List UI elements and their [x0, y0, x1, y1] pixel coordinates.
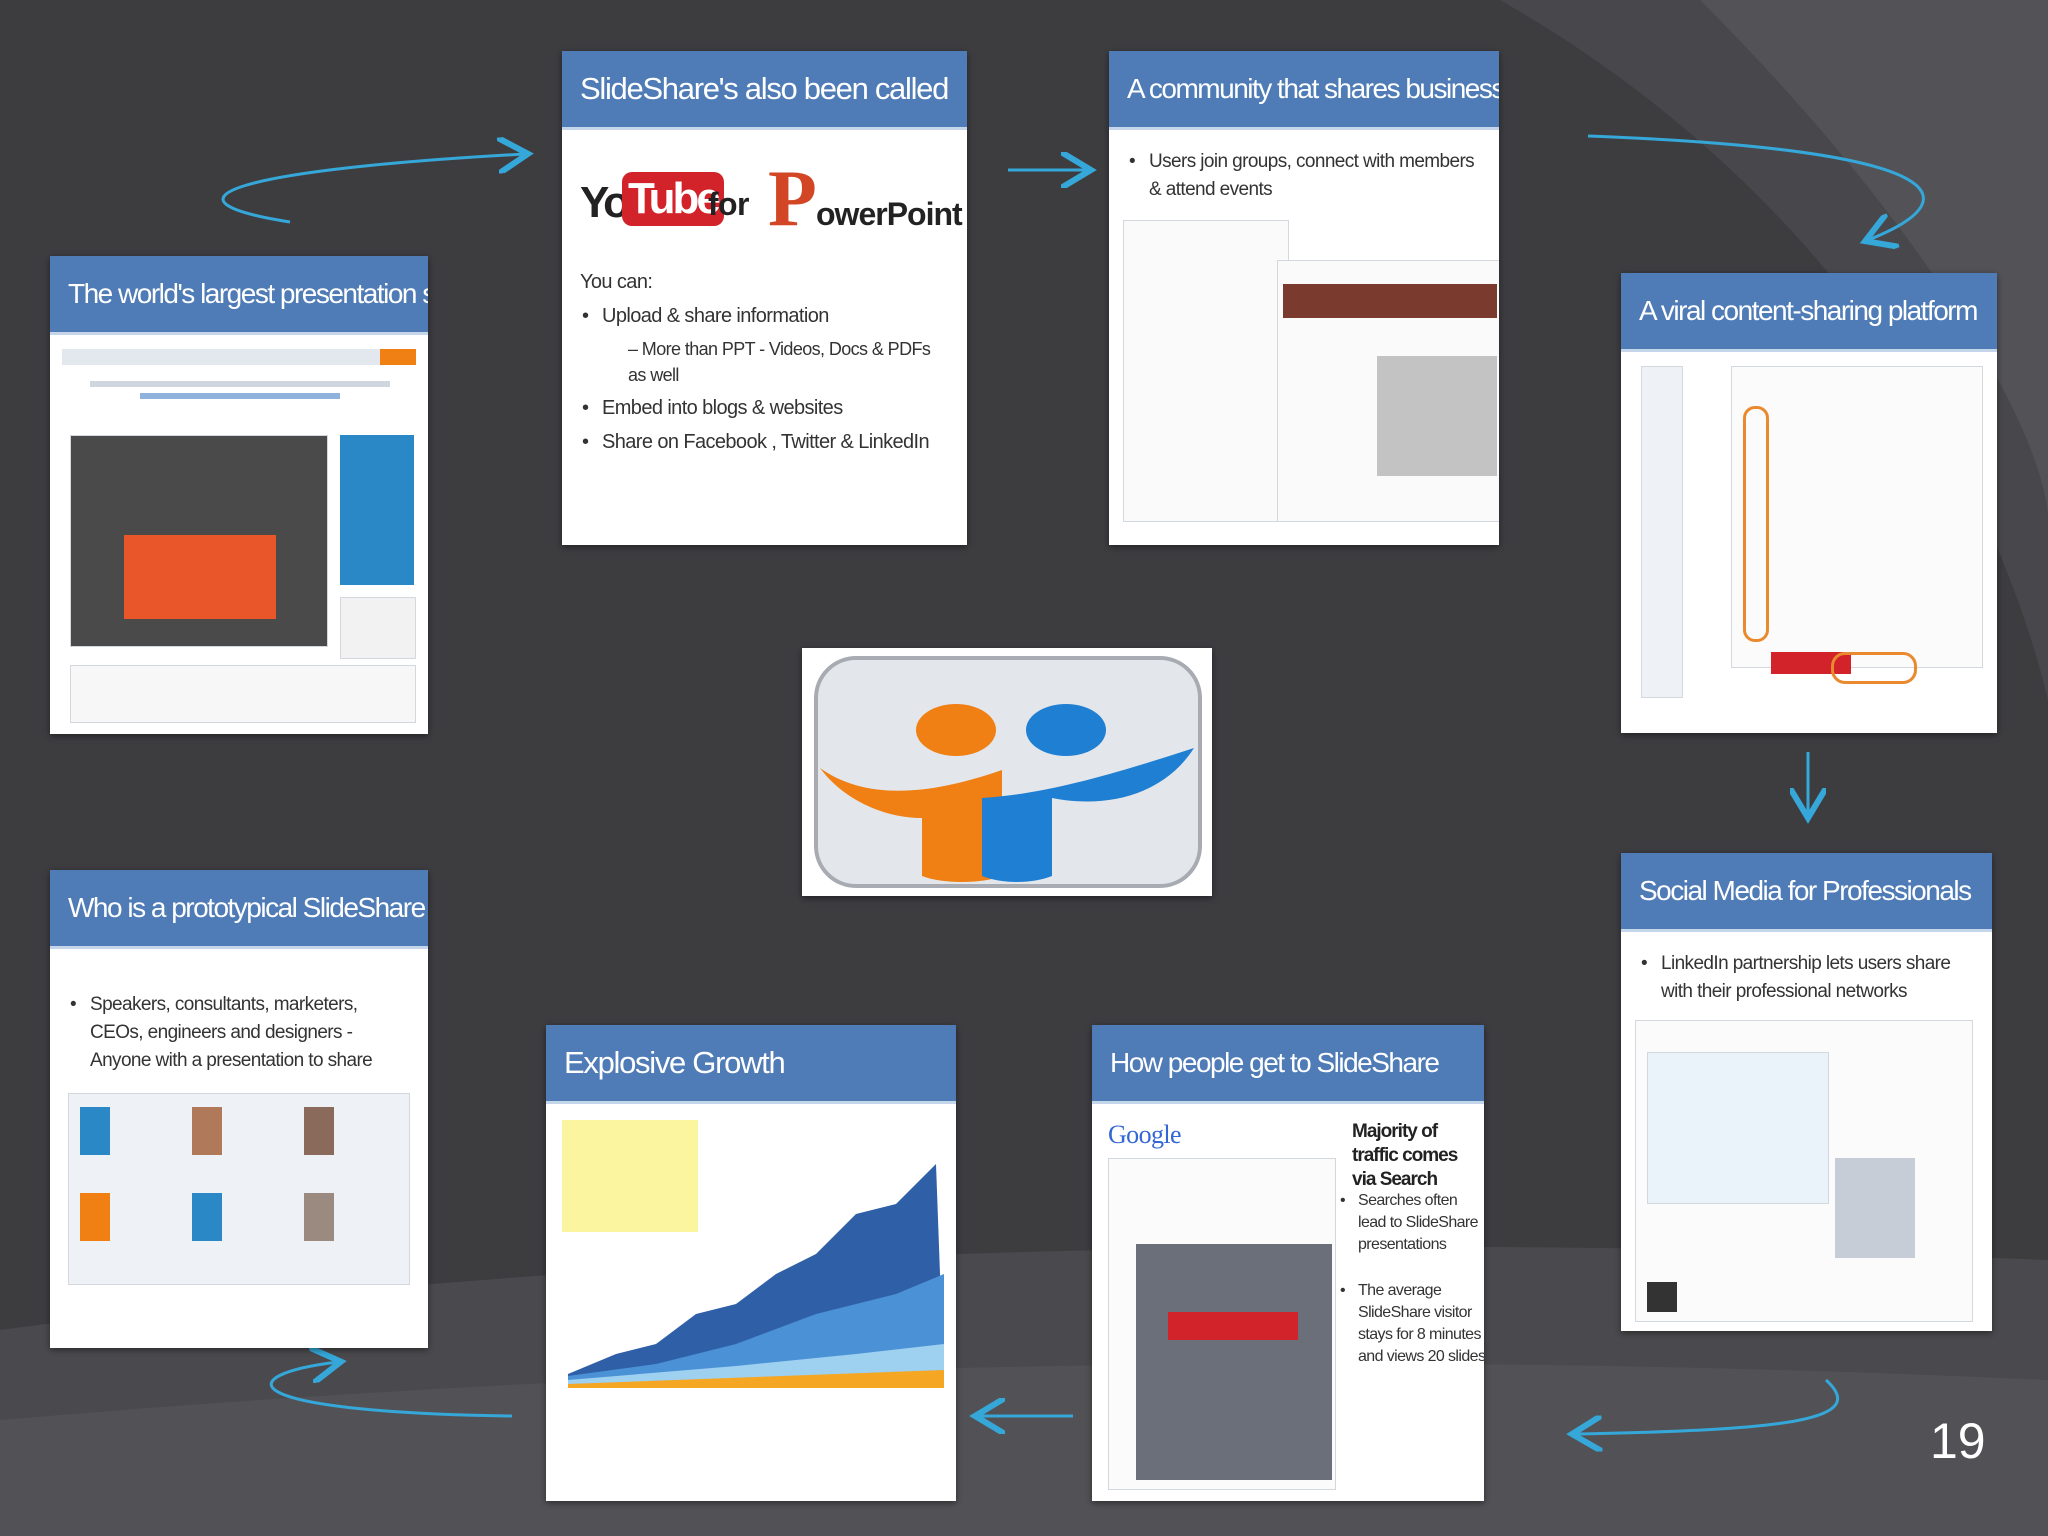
- you-can-label: You can:: [580, 271, 653, 293]
- powerpoint-logo-rest: owerPoint: [816, 196, 963, 232]
- bullet-share: Share on Facebook , Twitter & LinkedIn: [580, 428, 949, 456]
- google-logo: Google: [1108, 1120, 1182, 1149]
- bullet-groups: Users join groups, connect with members …: [1127, 148, 1481, 204]
- bullet-linkedin: LinkedIn partnership lets users share wi…: [1639, 950, 1974, 1006]
- card-title: A viral content-sharing platform: [1621, 273, 1997, 352]
- card-prototypical-user: Who is a prototypical SlideShare user? S…: [50, 870, 428, 1348]
- card-title: SlideShare's also been called: [562, 51, 967, 130]
- card-viral-platform: A viral content-sharing platform: [1621, 273, 1997, 733]
- growth-chart-screenshot: [546, 1104, 956, 1500]
- screenshot-slideshare-home: [50, 335, 428, 734]
- card-title: How people get to SlideShare: [1092, 1025, 1484, 1104]
- screenshot-linkedin: [1635, 1012, 1974, 1331]
- card-social-media-professionals: Social Media for Professionals LinkedIn …: [1621, 853, 1992, 1331]
- screenshot-groups: [1123, 210, 1499, 530]
- bullet-embed: Embed into blogs & websites: [580, 394, 949, 422]
- page-number: 19: [1930, 1413, 1986, 1469]
- card-explosive-growth: Explosive Growth: [546, 1025, 956, 1501]
- slideshare-logo-icon: [814, 656, 1202, 888]
- card-largest-sharing-site: The world's largest presentation sharing…: [50, 256, 428, 734]
- bullet-upload: Upload & share information: [580, 302, 949, 330]
- card-title: A community that shares business content: [1109, 51, 1499, 130]
- card-also-been-called: SlideShare's also been called You Tube f…: [562, 51, 967, 545]
- sub-bullet-formats: – More than PPT - Videos, Docs & PDFs as…: [628, 339, 931, 385]
- card-title: Social Media for Professionals: [1621, 853, 1992, 932]
- bullet-searches: Searches often lead to SlideShare presen…: [1338, 1190, 1484, 1256]
- card-how-people-get: How people get to SlideShare Google Majo…: [1092, 1025, 1484, 1501]
- for-label: for: [708, 186, 749, 222]
- screenshot-viral: [1621, 352, 1997, 732]
- youtube-for-powerpoint: You Tube for P owerPoint: [580, 144, 963, 248]
- bullet-average-visitor: The average SlideShare visitor stays for…: [1338, 1280, 1484, 1368]
- powerpoint-logo-p: P: [768, 155, 817, 243]
- traffic-headline: Majority of traffic comes via Search: [1352, 1121, 1458, 1190]
- card-community: A community that shares business content…: [1109, 51, 1499, 545]
- screenshot-user-profiles: [68, 1093, 410, 1293]
- card-title: The world's largest presentation sharing…: [50, 256, 428, 335]
- youtube-logo-tube: Tube: [622, 172, 724, 226]
- card-title: Explosive Growth: [546, 1025, 956, 1104]
- card-title: Who is a prototypical SlideShare user?: [50, 870, 428, 949]
- slideshare-logo: [802, 648, 1212, 896]
- bullet-speakers: Speakers, consultants, marketers, CEOs, …: [68, 991, 410, 1075]
